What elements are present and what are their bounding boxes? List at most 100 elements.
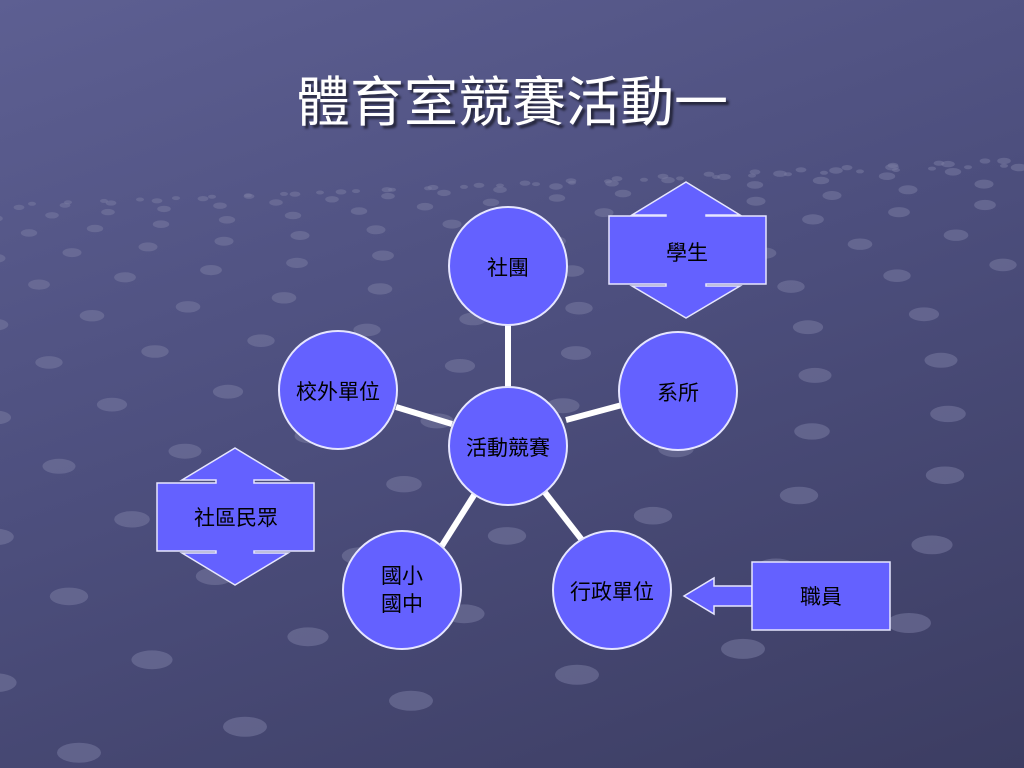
background-dot xyxy=(86,224,104,233)
students-box: 學生 xyxy=(608,181,767,319)
background-dot xyxy=(247,334,275,348)
background-dot xyxy=(151,198,163,204)
node-schools-label-2: 國中 xyxy=(381,592,423,616)
background-dot xyxy=(565,301,593,315)
background-dot xyxy=(841,165,853,171)
background-dot xyxy=(878,172,896,180)
community-box: 社區民眾 xyxy=(156,447,315,586)
background-dot xyxy=(59,202,71,208)
background-dot xyxy=(997,157,1011,165)
node-schools: 國小 國中 xyxy=(342,530,462,650)
background-dot xyxy=(427,184,439,191)
background-dot xyxy=(924,352,958,368)
background-dot xyxy=(212,384,244,399)
node-clubs-label: 社團 xyxy=(487,256,529,280)
background-dot xyxy=(640,177,648,182)
background-dot xyxy=(45,212,59,219)
node-center: 活動競賽 xyxy=(448,386,568,506)
background-dot xyxy=(444,359,476,373)
node-center-label: 活動競賽 xyxy=(466,436,550,460)
background-dot xyxy=(847,238,873,250)
background-dot xyxy=(175,301,201,313)
background-dot xyxy=(325,196,339,203)
background-dot xyxy=(35,356,63,369)
background-dot xyxy=(548,194,566,202)
connectors xyxy=(395,325,623,554)
background-dot xyxy=(883,269,911,283)
node-admin-label: 行政單位 xyxy=(570,580,654,604)
students-label: 學生 xyxy=(666,241,708,265)
background-dot xyxy=(316,190,324,195)
background-dot xyxy=(792,320,824,335)
background-dot xyxy=(114,272,136,283)
community-label: 社區民眾 xyxy=(194,506,278,530)
background-dot xyxy=(549,183,563,190)
background-dot xyxy=(197,196,209,202)
background-dot xyxy=(0,528,14,545)
background-dot xyxy=(560,346,592,360)
node-schools-circle xyxy=(342,530,462,650)
background-dot xyxy=(141,345,169,358)
background-dot xyxy=(460,184,468,189)
background-dot xyxy=(372,250,394,261)
background-dot xyxy=(795,167,807,173)
background-dot xyxy=(96,397,128,412)
background-dot xyxy=(367,283,393,295)
background-dot xyxy=(437,189,451,197)
background-dot xyxy=(0,410,12,425)
background-dot xyxy=(773,170,787,177)
background-dot xyxy=(138,242,158,252)
background-dot xyxy=(381,192,395,200)
background-dot xyxy=(717,173,731,181)
background-dot xyxy=(989,258,1017,272)
background-dot xyxy=(42,458,76,474)
background-dot xyxy=(269,199,283,206)
background-dot xyxy=(532,182,540,187)
background-dot xyxy=(200,265,222,276)
node-external-label: 校外單位 xyxy=(296,380,380,404)
background-dot xyxy=(888,207,910,218)
background-dot xyxy=(105,200,117,206)
background-dot xyxy=(941,160,955,168)
background-dot xyxy=(289,191,301,197)
background-dot xyxy=(168,443,202,459)
background-dot xyxy=(493,186,507,193)
background-dot xyxy=(473,182,485,188)
node-center-circle xyxy=(448,386,568,506)
background-dot xyxy=(944,168,962,176)
background-dot xyxy=(49,587,89,606)
background-dot xyxy=(930,405,966,423)
background-dot xyxy=(721,638,765,659)
staff-box-shape xyxy=(751,561,891,631)
connector-departments xyxy=(565,402,623,423)
node-departments-label: 系所 xyxy=(657,381,699,405)
background-dot xyxy=(746,196,766,206)
node-clubs-circle xyxy=(448,206,568,326)
background-dot xyxy=(822,191,842,200)
background-dot xyxy=(350,207,368,215)
background-dot xyxy=(812,176,830,185)
background-dot xyxy=(79,310,105,322)
background-dot xyxy=(284,211,302,220)
background-dot xyxy=(748,173,756,178)
background-dot xyxy=(0,254,6,263)
background-dot xyxy=(519,180,531,186)
background-dot xyxy=(928,166,936,171)
background-dot xyxy=(555,664,599,685)
background-dot xyxy=(386,476,422,493)
background-dot xyxy=(352,189,360,194)
background-dot xyxy=(802,214,824,225)
background-dot xyxy=(829,167,843,174)
background-dot xyxy=(57,742,101,763)
background-dot xyxy=(1010,163,1024,172)
background-dot xyxy=(136,197,144,202)
node-external: 校外單位 xyxy=(278,330,398,450)
node-schools-label-1: 國小 xyxy=(381,564,423,588)
background-dot xyxy=(820,170,828,175)
background-dot xyxy=(611,176,623,182)
staff-label: 職員 xyxy=(800,585,842,609)
background-dot xyxy=(974,179,994,189)
background-dot xyxy=(172,196,180,201)
background-dot xyxy=(565,178,577,184)
